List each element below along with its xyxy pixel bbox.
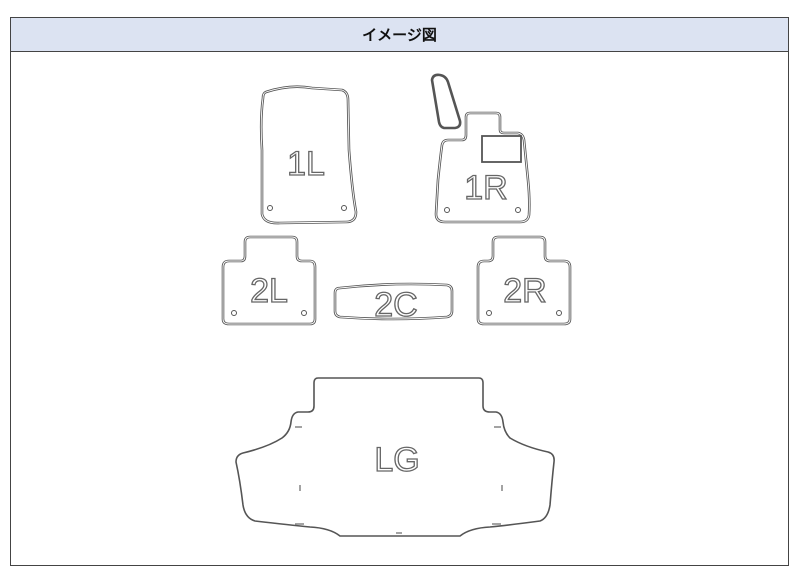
diagram-title: イメージ図 bbox=[11, 18, 788, 52]
mat-label-1l: 1L bbox=[287, 145, 325, 183]
mat-lg: LG bbox=[235, 377, 555, 537]
mat-2c: 2C bbox=[333, 282, 454, 325]
mounting-hole bbox=[556, 310, 562, 316]
mounting-hole bbox=[301, 310, 307, 316]
mat-2l: 2L bbox=[221, 235, 317, 326]
mounting-hole bbox=[444, 207, 450, 213]
mat-2r: 2R bbox=[476, 235, 572, 326]
mat-label-2l: 2L bbox=[250, 272, 288, 310]
mat-label-lg: LG bbox=[374, 441, 419, 479]
mounting-hole bbox=[515, 207, 521, 213]
mounting-hole bbox=[486, 310, 492, 316]
diagram-frame: イメージ図 bbox=[10, 17, 789, 566]
mat-label-1r: 1R bbox=[464, 169, 507, 207]
heel-pad bbox=[481, 135, 522, 163]
accelerator-pad bbox=[430, 73, 462, 130]
mat-1l: 1L bbox=[259, 85, 358, 225]
mat-1r: 1R bbox=[430, 73, 531, 224]
mounting-hole bbox=[341, 205, 347, 211]
mat-label-2c: 2C bbox=[374, 286, 417, 324]
mounting-hole bbox=[267, 205, 273, 211]
mat-label-2r: 2R bbox=[503, 272, 546, 310]
mounting-hole bbox=[231, 310, 237, 316]
